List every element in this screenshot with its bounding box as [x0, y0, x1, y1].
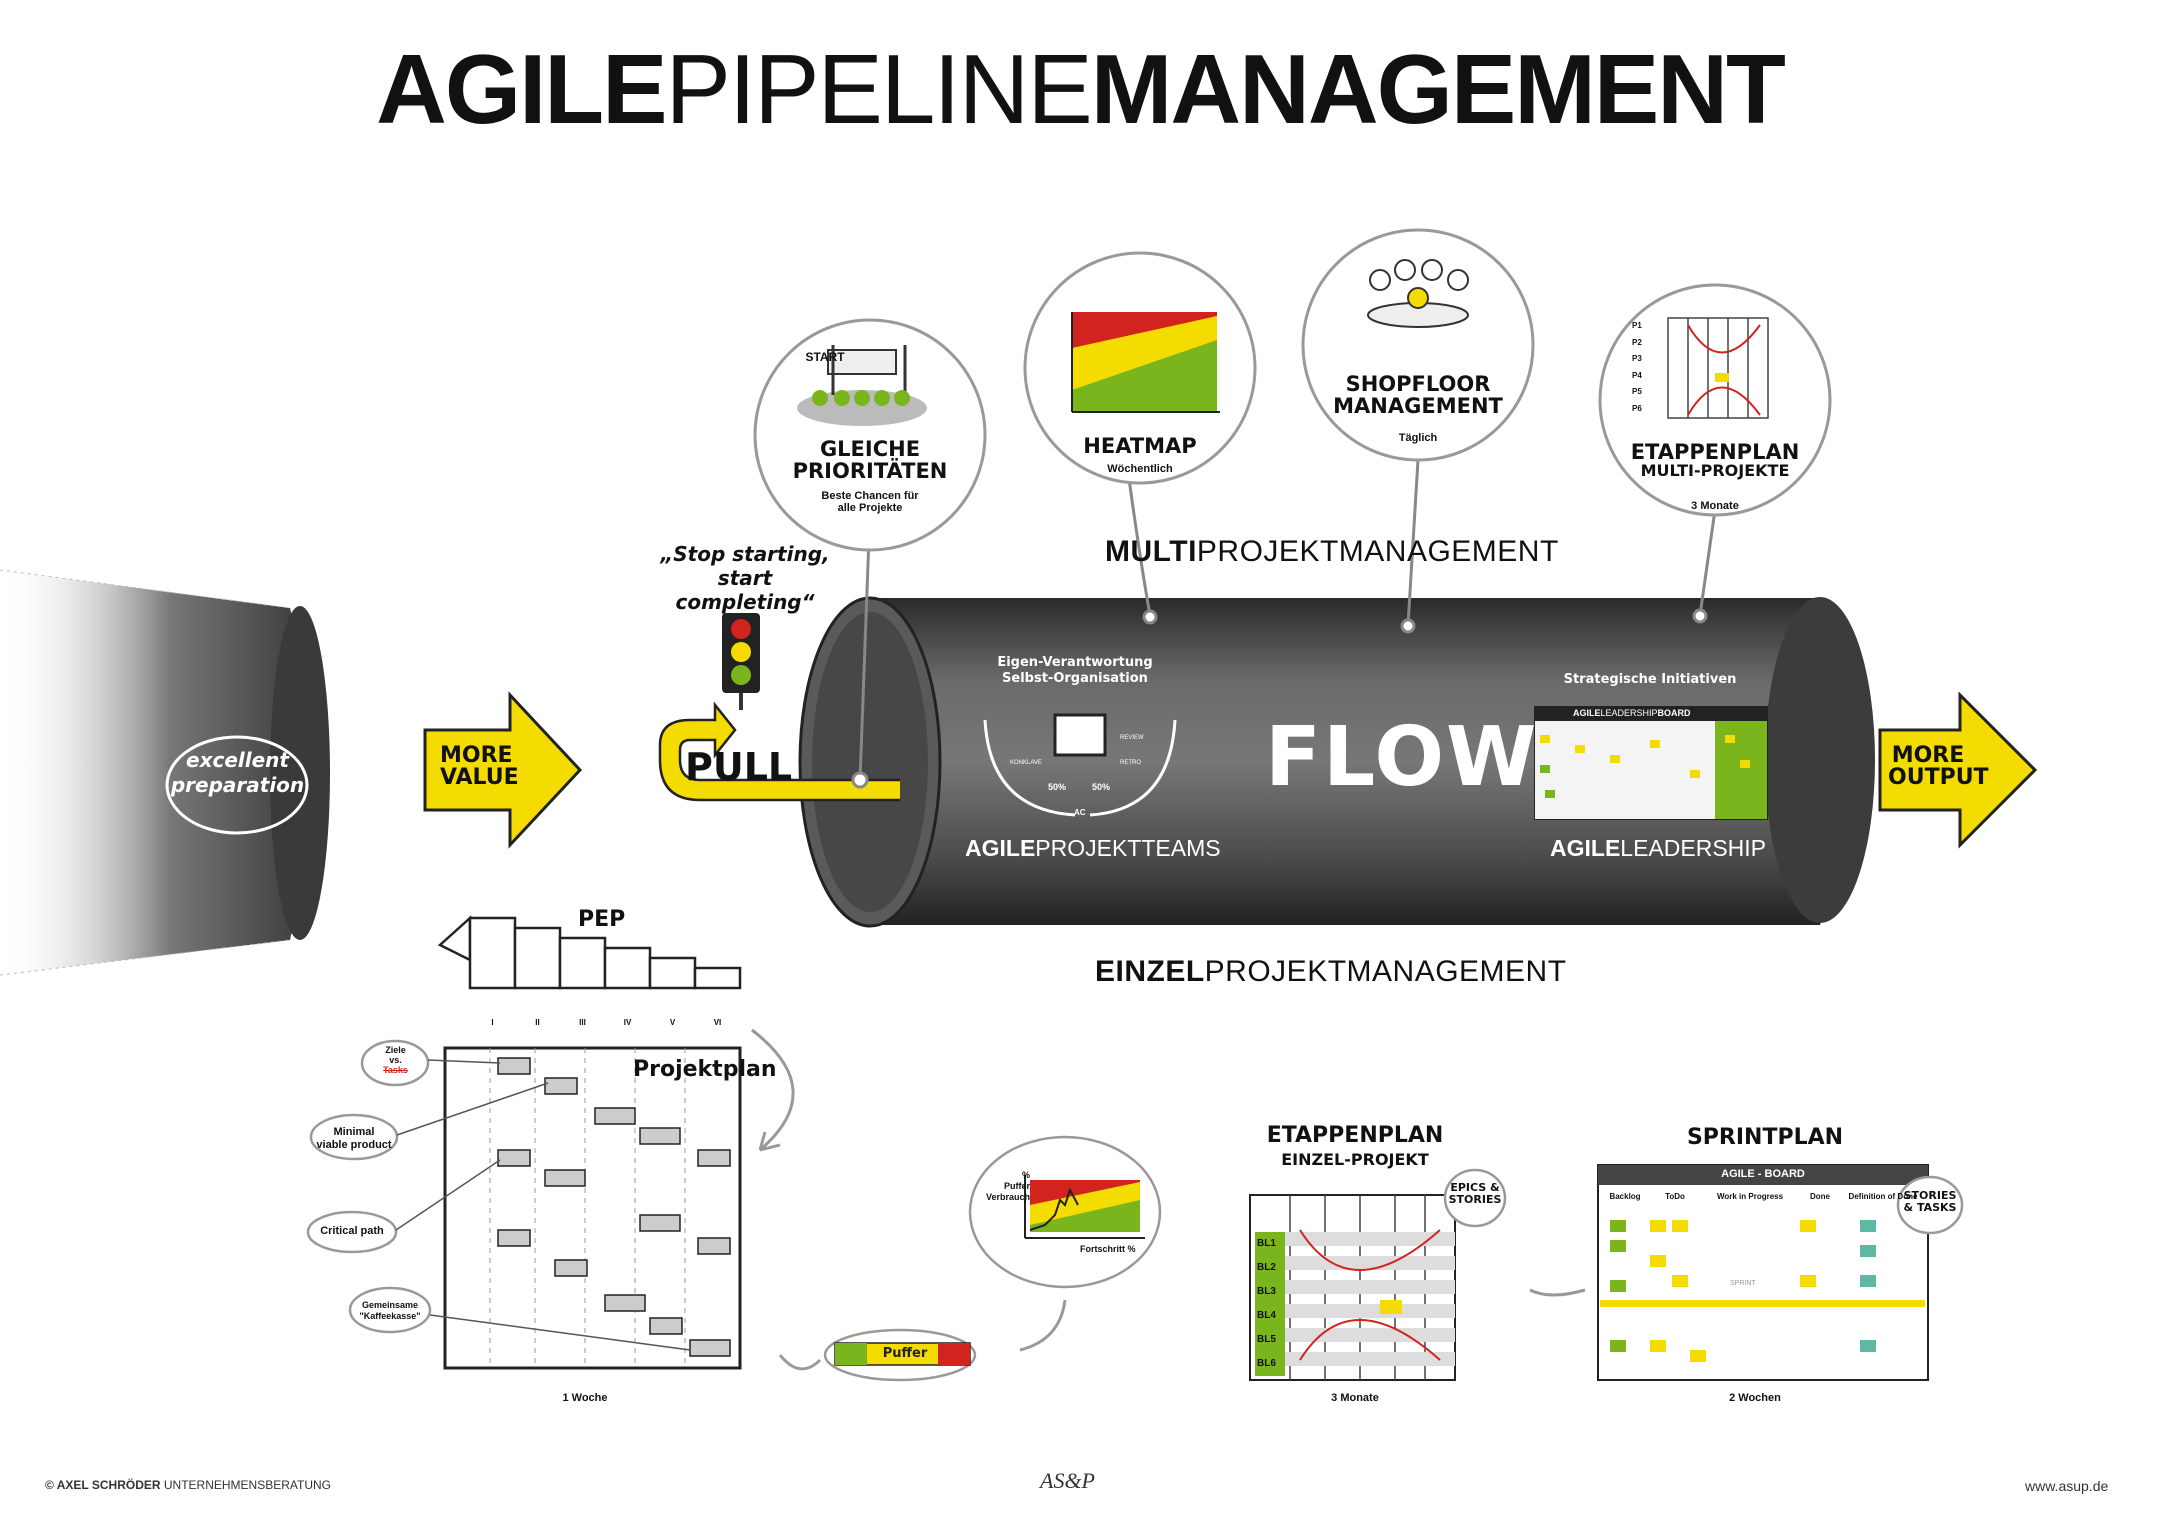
etappenplan-einzel-subtitle: EINZEL-PROJEKT — [1281, 1150, 1429, 1169]
more-output-arrow — [1878, 691, 2038, 849]
mvp-label: Minimal viable product — [316, 1126, 392, 1152]
more-value-label: MORE VALUE — [440, 743, 519, 790]
gleiche-prioritaeten-title: GLEICHE PRIORITÄTEN — [792, 437, 948, 484]
heatmap-sub: Wöchentlich — [1107, 463, 1173, 475]
leadership-board — [1534, 706, 1768, 820]
teams-header: Eigen-Verantwortung Selbst-Organisation — [997, 655, 1153, 686]
retro-label: RETRO — [1120, 760, 1141, 766]
start-grid-icon — [797, 345, 927, 426]
etappenplan-multi-grid-icon — [1667, 317, 1769, 419]
agile-projektteams-label: AGILEPROJEKTTEAMS — [965, 835, 1221, 861]
kaffeekasse-label: Gemeinsame "Kaffeekasse" — [359, 1300, 421, 1321]
projektplan-title: Projektplan — [633, 1057, 777, 1082]
asp-logo: AS&P — [1040, 1468, 1095, 1493]
sprintplan-footer: 2 Wochen — [1729, 1392, 1781, 1404]
etappenplan-einzel-title: ETAPPENPLAN — [1266, 1123, 1444, 1148]
pull-label: PULL — [685, 745, 793, 789]
more-output-label: MORE OUTPUT — [1888, 743, 1989, 790]
gleiche-prioritaeten-sub: Beste Chancen für alle Projekte — [821, 490, 919, 514]
pep-staircase — [437, 915, 742, 990]
callout-mvp — [309, 1113, 399, 1161]
projektplan-board — [443, 1046, 742, 1370]
sprintplan-title: SPRINTPLAN — [1686, 1125, 1844, 1150]
agile-teams-cycle — [983, 713, 1177, 817]
stories-tasks-label: STORIES & TASKS — [1903, 1189, 1957, 1215]
title-part-agile: AGILE — [376, 34, 667, 144]
sprintplan-columns: Backlog ToDo Work in Progress Done Defin… — [1609, 1192, 1918, 1201]
main-pipe — [798, 596, 1875, 928]
einzelprojektmanagement-label: EINZELPROJEKTMANAGEMENT — [1095, 955, 1567, 988]
shopfloor-table-icon — [1367, 259, 1469, 328]
pct-right-label: 50% — [1092, 782, 1111, 792]
etappenplan-multi-rows: P1 P2 P3 P4 P5 P6 — [1632, 321, 1642, 413]
start-label: START — [805, 350, 845, 364]
agile-leadership-label: AGILELEADERSHIP — [1550, 835, 1766, 861]
circle-gleiche-prioritaeten — [753, 318, 987, 552]
pep-title: PEP — [578, 907, 626, 932]
circle-etappenplan-multi — [1598, 283, 1832, 517]
review-label: REVIEW — [1120, 735, 1144, 741]
title-part-pipeline: PIPELINE — [665, 34, 1093, 144]
etappenplan-multi-title: ETAPPENPLAN MULTI-PROJEKTE — [1630, 440, 1800, 481]
sprint-planning-label: SPRINT PLANUNG — [1067, 725, 1093, 737]
pep-phases: I II III IV V VI — [491, 1018, 722, 1027]
left-tube — [0, 569, 330, 976]
stop-starting-quote: „Stop starting, start completing“ — [660, 542, 830, 614]
projektplan-tasks — [497, 1057, 731, 1357]
puffer-x-axis: Fortschritt % — [1080, 1244, 1136, 1254]
shopfloor-sub: Täglich — [1398, 432, 1438, 444]
traffic-light-icon — [722, 613, 760, 710]
sprintplan-board — [1597, 1164, 1929, 1381]
board-title: AGILELEADERSHIPBOARD — [1573, 708, 1691, 718]
strategische-initiativen-label: Strategische Initiativen — [1563, 672, 1737, 687]
excellent-preparation-label: excellent preparation — [170, 748, 305, 797]
etappenplan-multi-sub: 3 Monate — [1691, 500, 1739, 512]
callout-stories-tasks — [1896, 1175, 1964, 1235]
website-link[interactable]: www.asup.de — [2025, 1478, 2109, 1494]
critical-path-label: Critical path — [320, 1225, 384, 1237]
heatmap-chart-icon — [1071, 312, 1220, 413]
epics-stories-label: EPICS & STORIES — [1448, 1181, 1502, 1207]
pep-footer: 1 Woche — [562, 1392, 608, 1404]
title-part-management: MANAGEMENT — [1090, 34, 1786, 144]
more-value-arrow — [423, 691, 583, 849]
flow-label: FLOW — [1265, 710, 1539, 805]
copyright: © AXEL SCHRÖDER UNTERNEHMENSBERATUNG — [45, 1478, 331, 1492]
ac-label: AC — [1074, 808, 1086, 817]
callout-kaffeekasse — [348, 1286, 432, 1334]
circle-shopfloor — [1301, 228, 1535, 462]
puffer-y-axis: % Puffer Verbrauch — [985, 1170, 1030, 1202]
fever-chart — [1024, 1175, 1145, 1239]
page-title: AGILEPIPELINEMANAGEMENT — [0, 40, 2160, 138]
etappenplan-einzel-footer: 3 Monate — [1331, 1392, 1379, 1404]
callout-critical-path — [306, 1210, 398, 1254]
konklave-label: KONKLAVE — [1010, 760, 1042, 766]
agile-board-title: AGILE - BOARD — [1721, 1168, 1805, 1180]
shopfloor-title: SHOPFLOOR MANAGEMENT — [1333, 372, 1503, 419]
multiprojektmanagement-label: MULTIPROJEKTMANAGEMENT — [1105, 535, 1559, 568]
callout-ziele — [360, 1039, 430, 1087]
heatmap-title: HEATMAP — [1083, 434, 1197, 458]
pull-arrow — [658, 701, 900, 802]
pct-left-label: 50% — [1048, 782, 1067, 792]
puffer-label: Puffer — [882, 1346, 928, 1361]
callout-epics-stories — [1443, 1168, 1507, 1228]
sprint-watermark: SPRINT — [1730, 1280, 1756, 1287]
ziele-label: Ziele vs. Tasks — [383, 1045, 408, 1075]
etappenplan-einzel-rows: BL1 BL2 BL3 BL4 BL5 BL6 — [1255, 1232, 1285, 1376]
